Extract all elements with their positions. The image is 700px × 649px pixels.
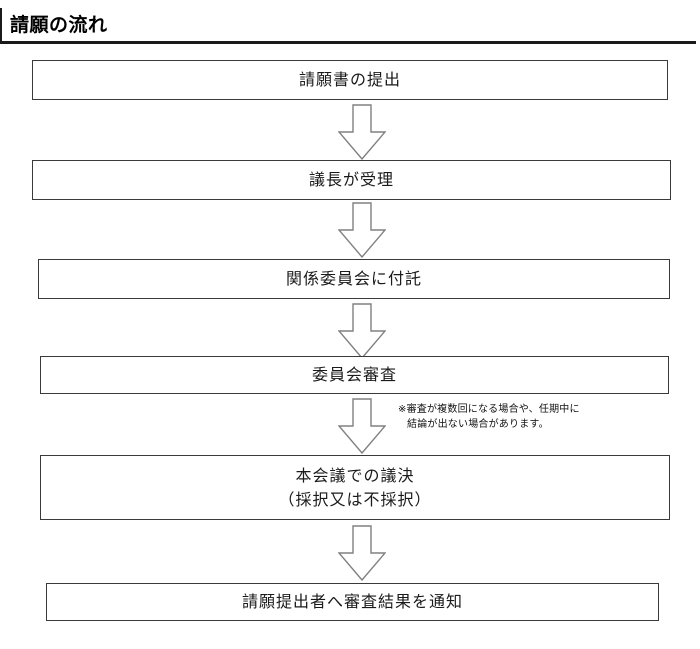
flow-step-label: 本会議での議決 [295,465,415,485]
page-title: 請願の流れ [10,14,108,36]
flow-step-chair-accepts: 議長が受理 [32,160,671,200]
flow-step-refer-to-committee: 関係委員会に付託 [38,259,670,299]
flow-step-label: 関係委員会に付託 [285,269,422,288]
note-line-1: ※審査が複数回になる場合や、任期中に [398,404,580,415]
arrow-down-icon-2 [338,202,386,258]
flow-step-label: 委員会審査 [311,365,397,384]
flow-step-sublabel: （採択又は不採択） [278,489,432,509]
flow-step-label: 請願書の提出 [298,70,401,89]
flow-step-submit-petition: 請願書の提出 [32,60,668,100]
arrow-down-icon-4 [338,398,386,454]
flow-step-label: 請願提出者へ審査結果を通知 [241,592,463,611]
flow-step-label: 議長が受理 [308,170,394,189]
flow-step-plenary-vote: 本会議での議決 （採択又は不採択） [40,455,670,520]
committee-review-note: ※審査が複数回になる場合や、任期中に 結論が出ない場合があります。 [398,402,580,432]
header-band [0,8,696,44]
arrow-down-icon-5 [338,525,386,581]
flow-step-notify-petitioner: 請願提出者へ審査結果を通知 [46,583,659,621]
flow-step-committee-review: 委員会審査 [40,356,669,394]
note-line-2: 結論が出ない場合があります。 [407,419,549,430]
arrow-down-icon-3 [338,303,386,359]
arrow-down-icon-1 [338,104,386,160]
